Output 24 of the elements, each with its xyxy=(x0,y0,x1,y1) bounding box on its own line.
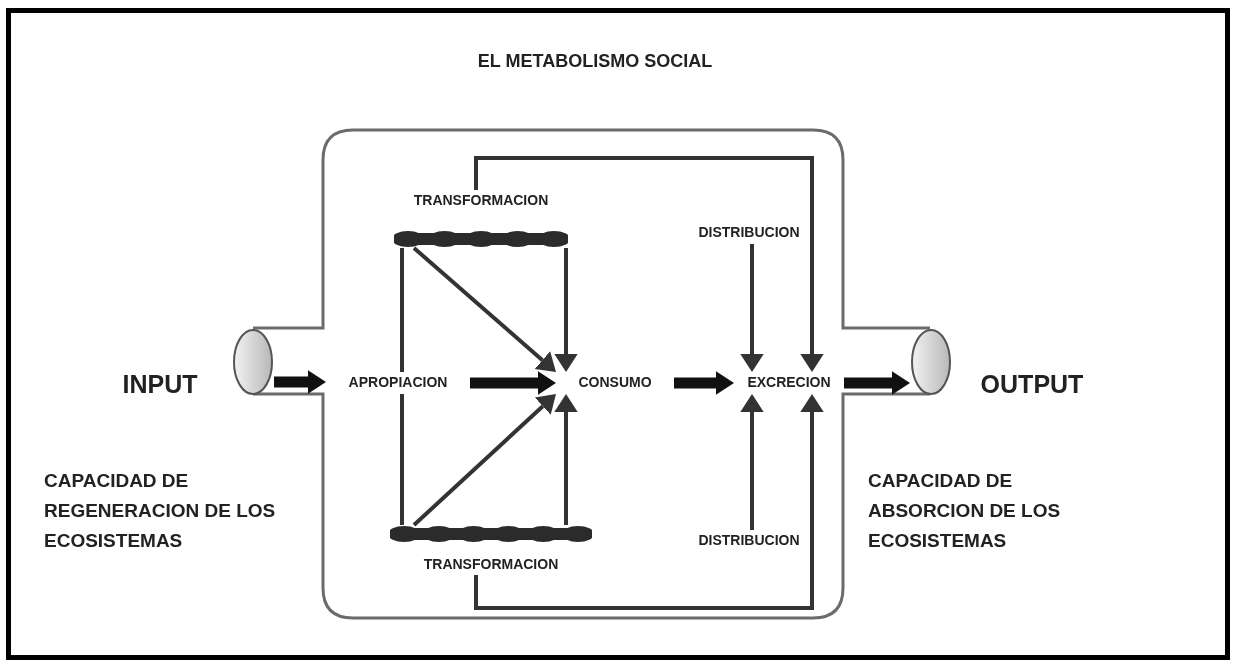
flow-label: INPUT xyxy=(121,369,199,400)
process-label: CONSUMO xyxy=(578,373,652,392)
process-label: EXCRECION xyxy=(747,373,831,392)
diagram-title: EL METABOLISMO SOCIAL xyxy=(476,50,714,73)
process-label: APROPIACION xyxy=(348,373,448,392)
process-label: TRANSFORMACION xyxy=(413,191,549,210)
note-text: CAPACIDAD DE REGENERACION DE LOS ECOSISTEMAS xyxy=(44,469,277,553)
flow-label: OUTPUT xyxy=(979,369,1085,400)
arrow xyxy=(554,394,578,525)
arrow xyxy=(470,371,556,395)
arrow xyxy=(274,370,326,394)
arrow xyxy=(412,246,556,372)
arrow xyxy=(740,244,764,372)
arrow xyxy=(844,371,910,395)
arrow xyxy=(412,394,556,527)
arrow xyxy=(474,156,824,372)
arrow xyxy=(474,394,824,610)
process-label: DISTRIBUCION xyxy=(698,223,800,242)
arrow xyxy=(740,394,764,530)
arrow xyxy=(674,371,734,395)
process-label: DISTRIBUCION xyxy=(698,531,800,550)
process-label: TRANSFORMACION xyxy=(423,555,559,574)
arrow xyxy=(554,248,578,372)
note-text: CAPACIDAD DE ABSORCION DE LOS ECOSISTEMAS xyxy=(868,469,1062,553)
